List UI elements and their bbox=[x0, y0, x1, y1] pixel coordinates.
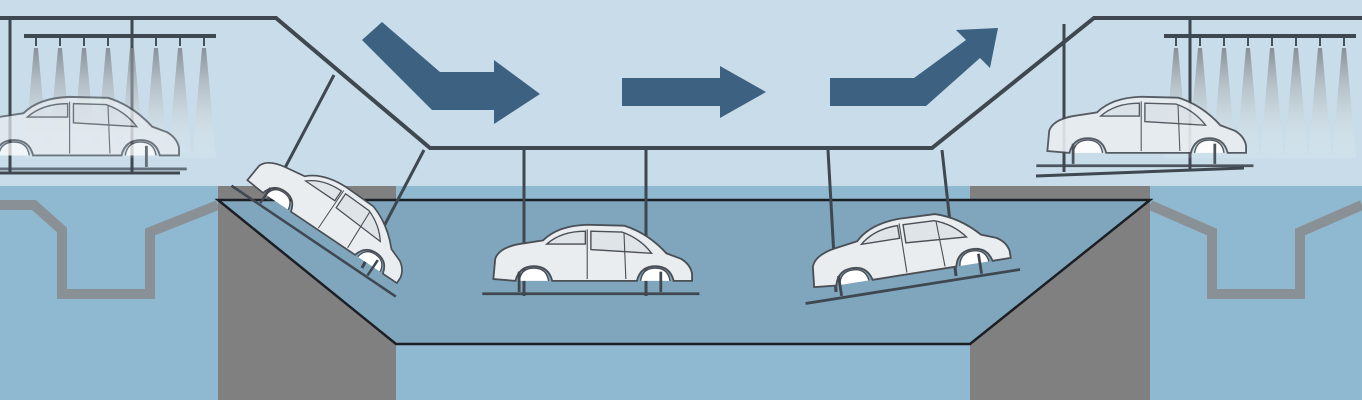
car-ascending bbox=[793, 149, 1022, 305]
flow-arrow-right bbox=[622, 66, 766, 118]
spray-booth-left bbox=[0, 18, 217, 172]
tank-bottom-liquid bbox=[396, 344, 970, 400]
flow-arrow-up-right bbox=[830, 28, 998, 106]
spray-booth-right bbox=[1034, 18, 1357, 172]
flow-arrow-down-right bbox=[362, 22, 540, 124]
floor-pit-left bbox=[0, 200, 220, 299]
conveyor-track bbox=[0, 16, 1362, 150]
conveyor-baseline-right bbox=[1035, 166, 1245, 178]
car-submerged bbox=[480, 148, 701, 296]
floor-pit-right bbox=[1148, 200, 1362, 299]
car-descending bbox=[230, 74, 433, 298]
